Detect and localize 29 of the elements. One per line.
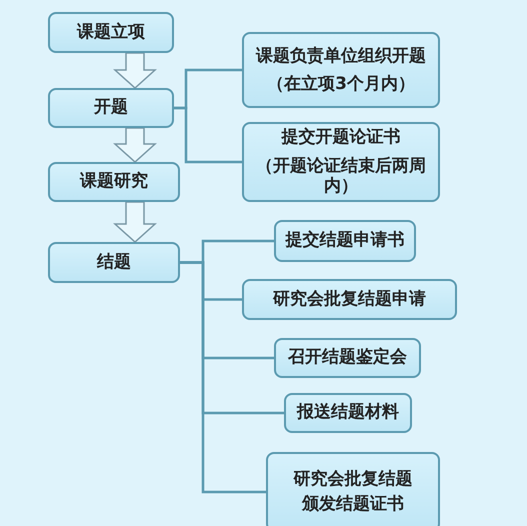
process-box: [242, 279, 457, 320]
step-label: 提交开题论证书: [282, 127, 400, 148]
connector-line: [174, 106, 242, 164]
step-label: 结题: [97, 250, 131, 274]
process-box: [274, 338, 421, 378]
step-label: 课题负责单位组织开题: [256, 46, 426, 66]
step-label: 研究会批复结题申请: [273, 288, 426, 311]
process-box: [48, 88, 174, 128]
block-arrow: [113, 201, 157, 243]
process-box: [284, 393, 412, 433]
process-box: [266, 452, 440, 526]
step-label: 召开结题鉴定会: [288, 346, 407, 370]
step-label: （在立项3个月内）: [267, 74, 415, 94]
process-box: [48, 162, 180, 202]
step-label: 课题研究: [80, 170, 148, 194]
step-label: 提交结题申请书: [286, 229, 404, 252]
step-label: 报送结题材料: [297, 401, 399, 424]
process-box: [274, 220, 416, 262]
process-box: [242, 32, 440, 108]
step-label: 开题: [94, 96, 128, 120]
process-box: [242, 122, 440, 202]
process-box: [48, 12, 174, 53]
connector-line: [180, 261, 266, 494]
step-label: （开题论证结束后两周内）: [255, 156, 427, 197]
step-label: 课题立项: [77, 20, 145, 44]
block-arrow: [113, 127, 157, 163]
block-arrow: [113, 52, 157, 89]
step-label: 研究会批复结题颁发结题证书: [293, 468, 413, 516]
process-box: [48, 242, 180, 283]
